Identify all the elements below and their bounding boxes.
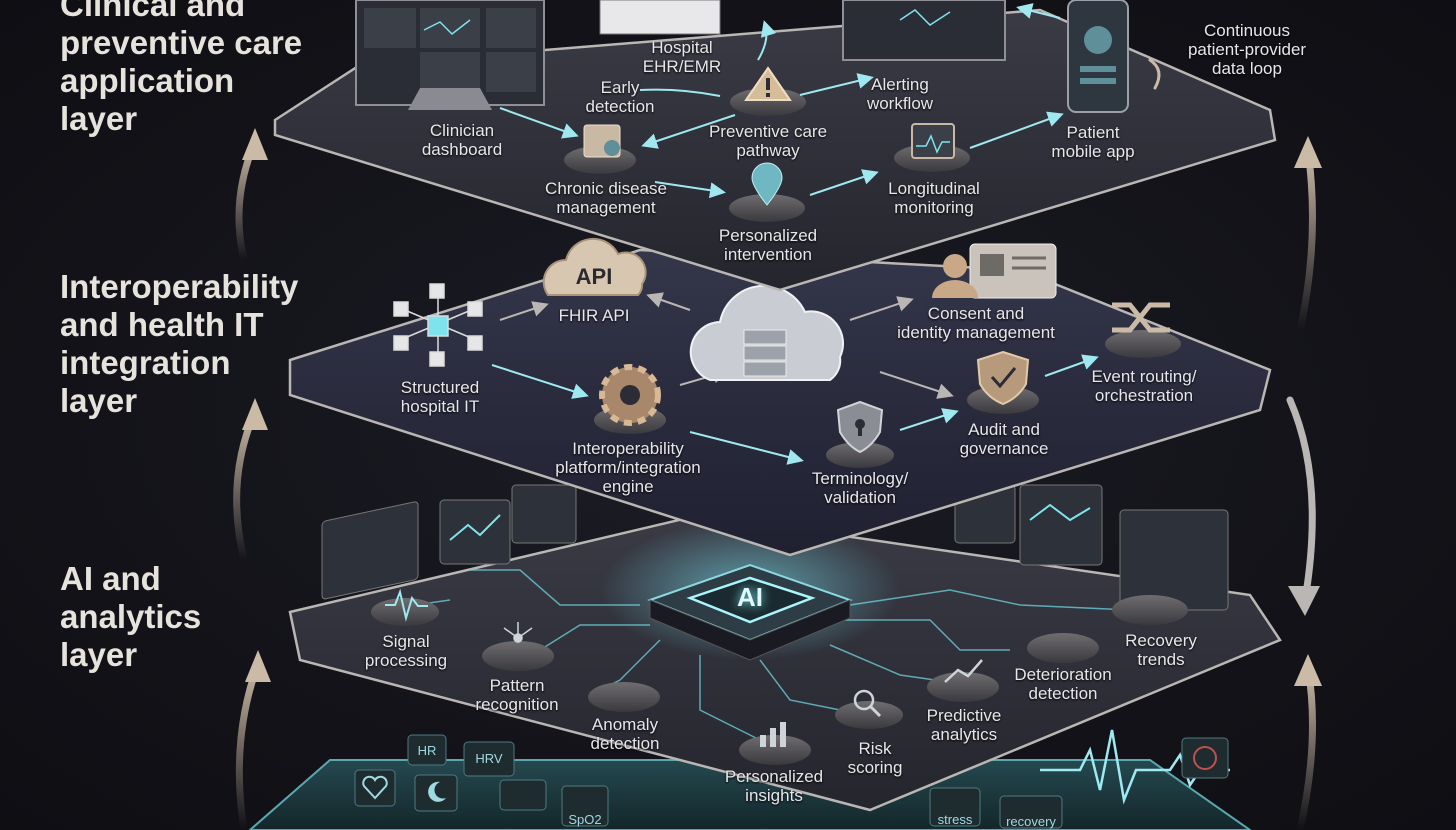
recovery-tile [999,795,1063,829]
waveform-tile-icon [1181,737,1229,779]
trend-chart-icon [944,659,983,683]
spo2-label: SpO2 [568,812,602,827]
application-arrows [499,3,1064,199]
personalized-insights-label: Personalized insights [724,767,824,805]
stress-label: stress [937,812,973,827]
stress-tile [929,787,981,827]
shield-lock-icon [826,400,894,468]
location-pin-icon [751,162,783,206]
shield-check-icon [967,350,1039,414]
signal-processing-label: Signal processing [364,632,448,670]
cube-network-icon [393,283,483,367]
id-card-icon [932,243,1057,299]
loop-arrowheads [242,128,1322,686]
analytics-layer [288,484,1282,812]
calendar-icon [583,124,621,158]
terminology-label: Terminology/ validation [811,469,909,507]
interoperability-layer-title: Interoperability and health IT integrati… [60,268,299,419]
api-badge-label: API [575,264,613,289]
consent-label: Consent and identity management [897,304,1055,342]
network-icon [503,622,533,643]
hospital-ehr-label: Hospital EHR/EMR [642,38,722,76]
ai-chip-label: AI [737,582,763,612]
deterioration-label: Deterioration detection [1014,665,1112,703]
anomaly-detection-label: Anomaly detection [590,715,660,753]
preventive-pathway-label: Preventive care pathway [708,122,828,160]
clinician-dashboard-label: Clinician dashboard [421,121,503,159]
phone-icon [1067,0,1129,113]
heart-icon [354,769,396,807]
early-detection-label: Early detection [585,78,655,116]
magnifier-icon [853,689,882,718]
personalized-intervention-label: Personalized intervention [718,226,818,264]
hrv-tile [463,741,515,777]
application-layer-title: Clinical and preventive care application… [60,0,303,137]
interoperability-layer [288,237,1272,557]
ehr-monitor-icon [599,0,721,35]
sensor-layer [248,729,1252,830]
audit-label: Audit and governance [959,420,1049,458]
integration-engine-label: Interoperability platform/integration en… [555,439,701,496]
analytics-layer-title: AI and analytics layer [60,560,202,673]
alert-monitor-icon [842,0,1006,61]
moon-icon [414,774,458,812]
patient-app-label: Patient mobile app [1051,123,1135,161]
application-layer [273,0,1277,292]
ai-chip-icon [647,563,853,661]
hr-label: HR [417,743,437,758]
bar-chart-icon [760,722,786,747]
hr-tile [407,734,447,766]
calendar-chart-icon [911,123,955,159]
spo2-tile [561,785,609,827]
analytics-screens [321,484,1229,611]
pattern-recognition-label: Pattern recognition [475,676,559,714]
gear-icon [594,364,666,434]
api-cloud-icon [542,237,647,296]
hrv-label: HRV [475,751,503,766]
waveform-icon [385,588,428,622]
event-routing-label: Event routing/ orchestration [1091,367,1197,405]
shuffle-icon [1105,302,1181,358]
warning-icon [744,66,792,101]
cloud-small-icon [499,779,547,811]
structured-it-label: Structured hospital IT [400,378,480,416]
fhir-api-label: FHIR API [558,306,630,325]
chronic-disease-label: Chronic disease management [545,179,667,217]
predictive-analytics-label: Predictive analytics [926,706,1002,744]
recovery-label: recovery [1006,814,1056,829]
continuous-loop-label: Continuous patient-provider data loop [1187,21,1307,78]
database-icon [743,329,787,377]
monitor-icon [355,0,545,110]
ecg-waveform [1040,729,1230,805]
recovery-trends-label: Recovery trends [1125,631,1197,669]
alerting-workflow-label: Alerting workflow [866,75,934,113]
longitudinal-label: Longitudinal monitoring [888,179,980,217]
risk-scoring-label: Risk scoring [847,739,903,777]
